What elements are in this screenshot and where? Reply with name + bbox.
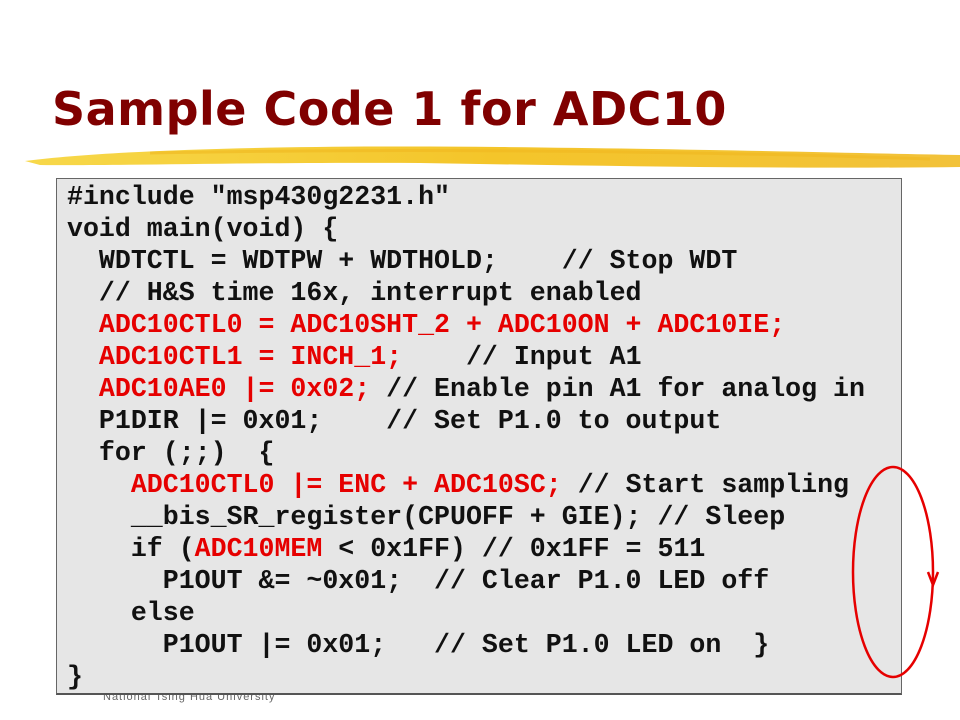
code-text: // H&S time 16x, interrupt enabled [67,278,642,308]
code-line: if (ADC10MEM < 0x1FF) // 0x1FF = 511 [67,533,706,565]
code-text: P1OUT &= ~0x01; // Clear P1.0 LED off [67,566,770,596]
code-text: WDTCTL = WDTPW + WDTHOLD; // Stop WDT [67,246,738,276]
code-text: < 0x1FF) // 0x1FF = 511 [322,534,706,564]
arrowhead-icon [926,571,940,589]
code-line: for (;;) { [67,437,275,469]
code-line: __bis_SR_register(CPUOFF + GIE); // Slee… [67,501,785,533]
code-line: } [67,661,83,693]
code-line: ADC10CTL1 = INCH_1; // Input A1 [67,341,642,373]
code-line: P1OUT |= 0x01; // Set P1.0 LED on } [67,629,769,661]
code-text: // Enable pin A1 for analog in [370,374,865,404]
code-line: else [67,597,195,629]
code-text: P1DIR |= 0x01; // Set P1.0 to output [67,406,722,436]
code-line: P1DIR |= 0x01; // Set P1.0 to output [67,405,721,437]
code-line: P1OUT &= ~0x01; // Clear P1.0 LED off [67,565,769,597]
yellow-brush-underline [25,146,960,168]
code-text: for (;;) { [67,438,275,468]
code-text: void main(void) { [67,214,339,244]
code-text: } [67,662,83,692]
code-text: P1OUT |= 0x01; // Set P1.0 LED on } [67,630,770,660]
code-text: else [67,598,195,628]
highlighted-code: ADC10CTL1 = INCH_1; [67,342,403,372]
code-line: // H&S time 16x, interrupt enabled [67,277,642,309]
code-line: ADC10CTL0 |= ENC + ADC10SC; // Start sam… [67,469,849,501]
code-line: WDTCTL = WDTPW + WDTHOLD; // Stop WDT [67,245,737,277]
code-text: #include "msp430g2231.h" [67,182,451,212]
code-text: // Start sampling [561,470,849,500]
code-text: // Input A1 [402,342,642,372]
code-block: #include "msp430g2231.h"void main(void) … [56,178,902,695]
code-line: ADC10CTL0 = ADC10SHT_2 + ADC10ON + ADC10… [67,309,785,341]
highlighted-code: ADC10CTL0 = ADC10SHT_2 + ADC10ON + ADC10… [67,310,786,340]
code-text: __bis_SR_register(CPUOFF + GIE); // Slee… [67,502,786,532]
highlighted-code: ADC10CTL0 |= ENC + ADC10SC; [130,470,562,500]
code-text: if ( [67,534,195,564]
highlighted-code: ADC10MEM [194,534,323,564]
code-line: ADC10AE0 |= 0x02; // Enable pin A1 for a… [67,373,865,405]
code-line: void main(void) { [67,213,338,245]
highlighted-code: ADC10AE0 |= 0x02; [67,374,371,404]
code-line: #include "msp430g2231.h" [67,181,450,213]
slide-title: Sample Code 1 for ADC10 [52,82,727,136]
